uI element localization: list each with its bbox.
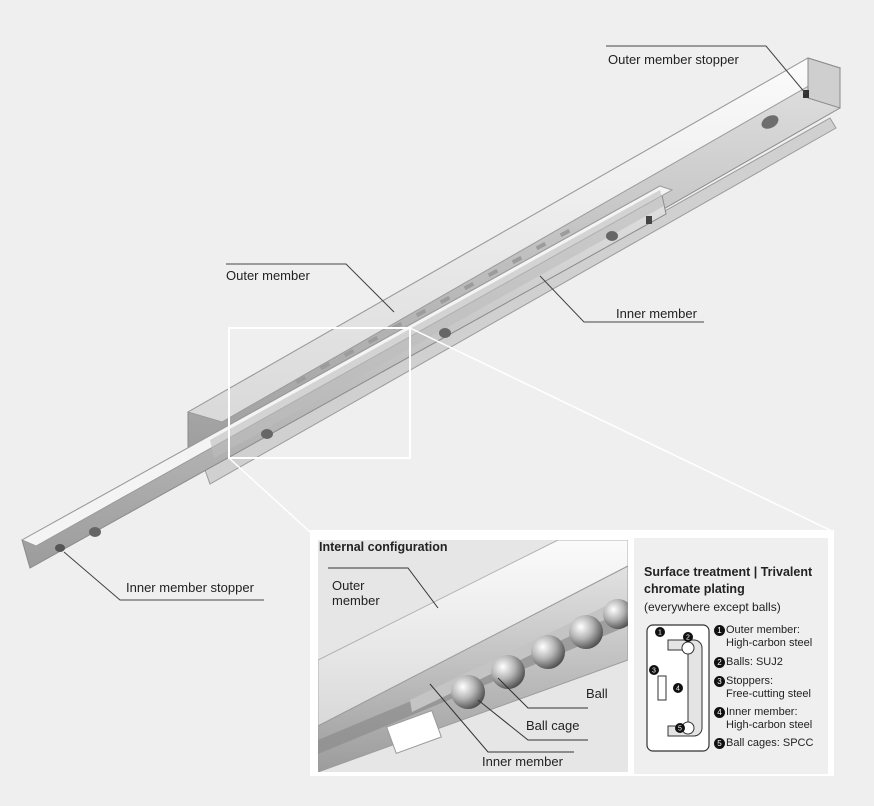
surface-treatment-heading: Surface treatment | Trivalent chromate p… [644,565,813,596]
detail-ball-leader [497,677,588,709]
outer-member-hole [761,115,779,129]
section-mark-4: 4 [676,686,680,693]
inner-member-slot [386,709,442,755]
label-inner-member: Inner member [616,306,697,321]
inner-member-hole-4 [606,231,618,241]
section-mark-3: 3 [652,668,656,675]
ball-2 [491,655,525,689]
ball-1 [451,675,485,709]
ball-4 [569,615,603,649]
stopper-section [657,675,667,701]
inner-member-stopper-mark [646,216,652,224]
inner-member-hole-2 [261,429,273,439]
panel-title: Internal configuration [319,540,448,554]
section-mark-5: 5 [678,726,682,733]
inner-member-stopper-hole [55,544,65,552]
ball-3 [531,635,565,669]
label-outer-member: Outer member [226,268,310,283]
label-outer-member-stopper: Outer member stopper [608,52,739,67]
internal-configuration-closeup [318,540,628,772]
inner-member-section [667,639,703,737]
ball-5 [603,599,628,629]
section-ball-top [681,641,695,655]
outer-member-leader [226,263,395,313]
detail-outer-member-leader [328,567,439,609]
inner-member-stopper-leader [63,551,264,601]
label-inner-member-stopper: Inner member stopper [126,580,254,595]
ball-cage-slots [295,228,571,385]
outer-member-stopper-leader [606,45,807,95]
zoom-line-top [409,327,835,533]
inner-member-hole-1 [89,527,101,537]
zoom-line-bottom [228,457,311,533]
inner-member-leader [539,275,704,323]
zoom-box [228,327,411,459]
detail-label-inner-member: Inner member [482,754,563,769]
detail-label-ball: Ball [586,686,608,701]
section-number-markers: 1 2 3 4 5 [649,627,693,733]
detail-ball-cage-leader [477,699,588,741]
cross-section-diagram: 1 2 3 4 5 [646,624,710,752]
detail-label-ball-cage: Ball cage [526,718,580,733]
balls [451,599,628,709]
detail-label-outer-member: Outer member [332,578,380,608]
inner-member-rail [20,185,674,569]
surface-treatment-subheading: (everywhere except balls) [644,600,781,614]
detail-inner-member-leader [429,683,574,753]
section-mark-1: 1 [658,630,662,637]
surface-treatment-box: Surface treatment | Trivalent chromate p… [634,538,828,774]
internal-configuration-panel: Internal configuration Outer member Ball… [310,530,834,776]
section-mark-2: 2 [686,635,690,642]
inner-member-hole-3 [439,328,451,338]
